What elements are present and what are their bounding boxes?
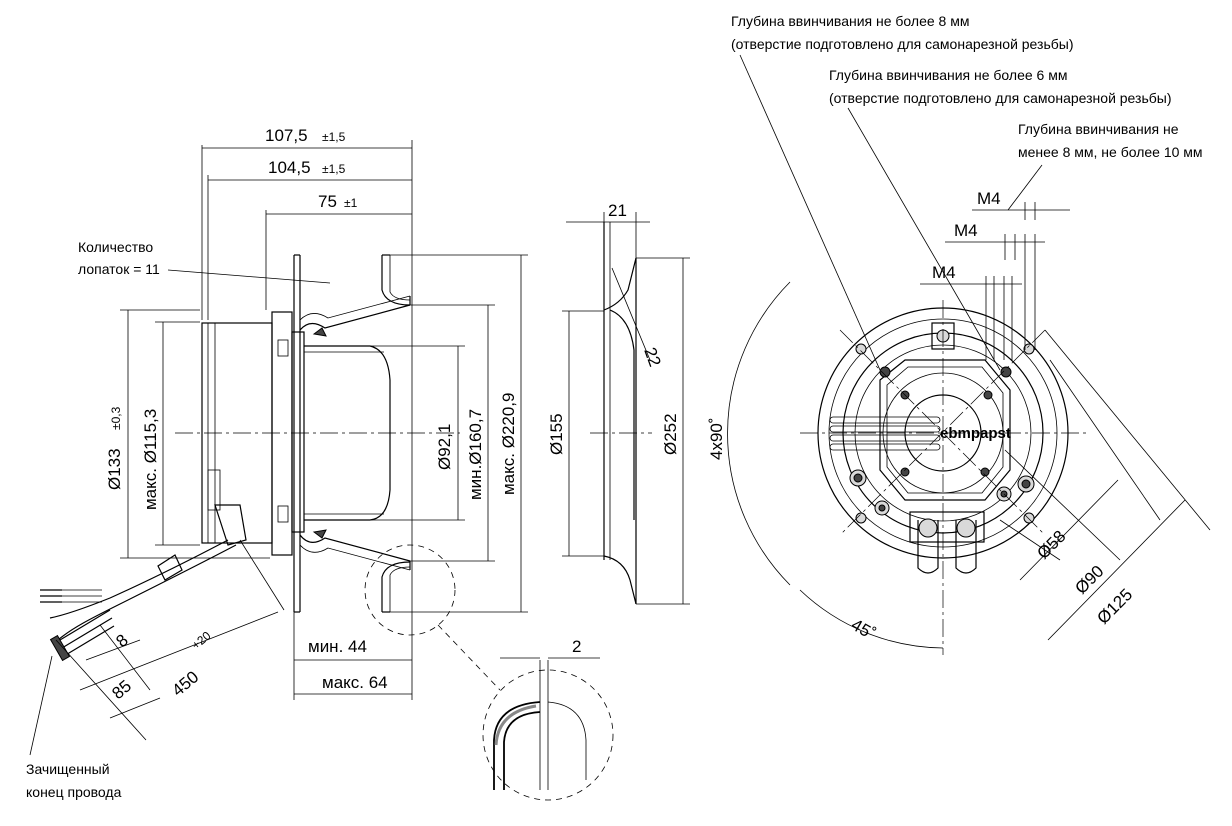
motor-flange (271, 311, 293, 556)
dim-8: 8 (112, 630, 131, 651)
tol-107-5: ±1,5 (322, 130, 346, 144)
tol-450: +20 (189, 628, 214, 652)
thread-m4-c: M4 (977, 189, 1001, 208)
dim-width-21: 21 (608, 201, 627, 220)
dim-d220-9: макс. Ø220,9 (499, 393, 518, 495)
dim-450: 450 (168, 667, 202, 700)
note-depth-6-1: Глубина ввинчивания не более 6 мм (829, 67, 1067, 83)
detail-view: 2 (364, 544, 614, 801)
rotor-bell (304, 345, 391, 521)
rotor (291, 331, 305, 533)
note-depth-10-2: менее 8 мм, не более 10 мм (1018, 144, 1203, 160)
dim-4x90: 4x90˚ (707, 417, 726, 460)
dim-d133: Ø133 (105, 448, 124, 490)
dim-104-5: 104,5 (268, 158, 311, 177)
note-wire-2: конец провода (26, 784, 122, 800)
note-depth-8-1: Глубина ввинчивания не более 8 мм (731, 13, 969, 29)
note-blades-1: Количество (78, 239, 153, 255)
cable-gland (214, 504, 247, 546)
dim-d115-3: макс. Ø115,3 (141, 409, 160, 510)
dim-d92-1: Ø92,1 (435, 424, 454, 470)
cable (40, 539, 237, 662)
dim-d252: Ø252 (661, 413, 680, 455)
note-depth-6-2: (отверстие подготовлено для самонарезной… (829, 90, 1172, 106)
thread-m4-b: M4 (954, 221, 978, 240)
front-view: ebmpapst (707, 54, 1211, 655)
note-wire-1: Зачищенный (26, 761, 110, 777)
dim-d58: Ø58 (1033, 527, 1069, 563)
dim-107-5: 107,5 (265, 126, 308, 145)
dim-min-44: мин. 44 (308, 637, 367, 656)
impeller (293, 254, 411, 613)
dim-d125: Ø125 (1093, 585, 1136, 628)
note-depth-8-2: (отверстие подготовлено для самонарезной… (731, 36, 1074, 52)
ring-view: 21 22 Ø155 Ø252 (547, 201, 690, 605)
dim-d155: Ø155 (547, 413, 566, 455)
note-depth-10-1: Глубина ввинчивания не (1018, 121, 1179, 137)
dim-85: 85 (108, 676, 135, 703)
note-blades-2: лопаток = 11 (78, 261, 160, 277)
side-view: 107,5 ±1,5 104,5 ±1,5 75 ±1 Ø133 ±0,3 ма… (29, 126, 528, 756)
brand-logo: ebmpapst (940, 425, 1011, 442)
dim-thickness-2: 2 (572, 637, 581, 656)
dim-75: 75 (318, 192, 337, 211)
tol-75: ±1 (344, 196, 358, 210)
detail-circle (482, 669, 614, 801)
tol-104-5: ±1,5 (322, 162, 346, 176)
dim-d90: Ø90 (1071, 562, 1107, 598)
cable-outlets (909, 511, 985, 574)
detail-marker-circle (364, 544, 456, 636)
dim-45: 45˚ (848, 615, 879, 644)
heatsink-fins (829, 416, 941, 451)
dim-radius-22: 22 (640, 345, 664, 369)
dim-d160-7: мин.Ø160,7 (466, 409, 485, 500)
tol-d133: ±0,3 (109, 406, 123, 430)
dim-max-64: макс. 64 (322, 673, 388, 692)
